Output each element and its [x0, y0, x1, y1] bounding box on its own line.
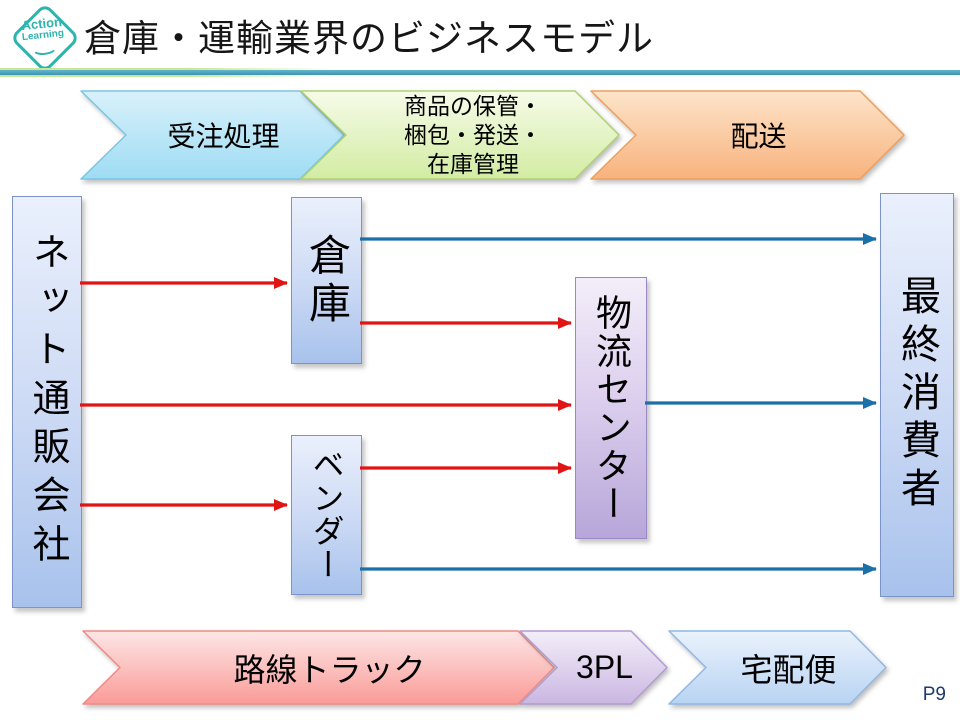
chevron-shape-delivery	[590, 90, 905, 180]
warehouse-ops-line-1: 商品の保管・	[404, 92, 542, 119]
node-consumer: 最終消費者	[880, 193, 954, 597]
node-logistics-center-label: 物流センター	[591, 293, 632, 523]
node-warehouse-label: 倉庫	[303, 232, 351, 329]
node-vendor-label: ベンダー	[308, 448, 345, 582]
node-consumer-label: 最終消費者	[895, 275, 939, 515]
divider-teal-line	[0, 70, 960, 75]
chevron-shape-courier	[668, 630, 887, 705]
warehouse-ops-line-3: 在庫管理	[427, 150, 519, 177]
chevron-shape-order	[80, 90, 345, 180]
chevron-shape-warehouse-ops	[300, 90, 620, 180]
transport-3pl-label: 3PL	[576, 649, 633, 685]
transport-chevron-3pl: 3PL	[519, 630, 668, 705]
transport-chevron-line-truck: 路線トラック	[82, 630, 555, 705]
action-learning-logo: Action Learning	[9, 2, 81, 74]
process-chevron-warehouse-ops: 商品の保管・ 梱包・発送・ 在庫管理	[300, 90, 620, 180]
slide-title: 倉庫・運輸業界のビジネスモデル	[84, 18, 654, 59]
page-number: P9	[922, 684, 946, 705]
chevron-shape-line-truck	[82, 630, 555, 705]
logo-text: Action Learning	[7, 0, 80, 72]
chevron-shape-3pl	[519, 630, 668, 705]
process-step-delivery-label: 配送	[730, 121, 787, 152]
node-net-shop-label: ネット通販会社	[26, 231, 68, 573]
process-chevron-delivery: 配送	[590, 90, 905, 180]
process-step-warehouse-ops-label: 商品の保管・ 梱包・発送・ 在庫管理	[300, 90, 620, 180]
transport-line-truck-label: 路線トラック	[233, 651, 426, 688]
process-chevron-order: 受注処理	[80, 90, 345, 180]
title-divider	[0, 68, 960, 79]
transport-courier-label: 宅配便	[740, 651, 837, 688]
process-step-order-label: 受注処理	[167, 121, 280, 152]
transport-chevron-courier: 宅配便	[668, 630, 887, 705]
node-net-shop: ネット通販会社	[12, 196, 82, 608]
node-vendor: ベンダー	[291, 435, 362, 595]
node-warehouse: 倉庫	[291, 197, 362, 364]
warehouse-ops-line-2: 梱包・発送・	[404, 121, 542, 148]
node-logistics-center: 物流センター	[575, 277, 647, 539]
